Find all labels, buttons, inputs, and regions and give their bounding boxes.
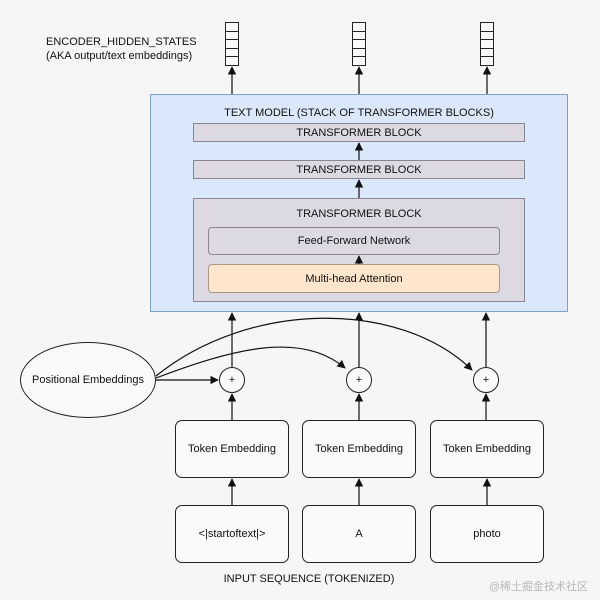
output-vector-1 [225, 22, 239, 66]
transformer-block-middle: TRANSFORMER BLOCK [193, 160, 525, 179]
transformer-block-top: TRANSFORMER BLOCK [193, 123, 525, 142]
token-photo: photo [430, 505, 544, 563]
token-startoftext: <|startoftext|> [175, 505, 289, 563]
text-model-title: TEXT MODEL (STACK OF TRANSFORMER BLOCKS) [224, 107, 494, 119]
token-embedding-2: Token Embedding [302, 420, 416, 478]
add-node-1: + [219, 367, 245, 393]
output-label-line2: (AKA output/text embeddings) [46, 50, 193, 62]
transformer-block-expanded-title: TRANSFORMER BLOCK [296, 208, 422, 220]
input-sequence-label: INPUT SEQUENCE (TOKENIZED) [223, 573, 395, 585]
add-node-2: + [346, 367, 372, 393]
arrow-pos-plus3 [155, 317, 473, 377]
add-node-3: + [473, 367, 499, 393]
token-embedding-1: Token Embedding [175, 420, 289, 478]
output-label-line1: ENCODER_HIDDEN_STATES [46, 36, 197, 48]
feed-forward-network: Feed-Forward Network [208, 227, 500, 255]
output-vector-2 [352, 22, 366, 66]
positional-embeddings: Positional Embeddings [20, 342, 156, 418]
watermark: @稀土掘金技术社区 [488, 581, 588, 593]
multi-head-attention: Multi-head Attention [208, 264, 500, 293]
arrow-pos-plus2 [155, 346, 346, 379]
token-a: A [302, 505, 416, 563]
output-vector-3 [480, 22, 494, 66]
token-embedding-3: Token Embedding [430, 420, 544, 478]
